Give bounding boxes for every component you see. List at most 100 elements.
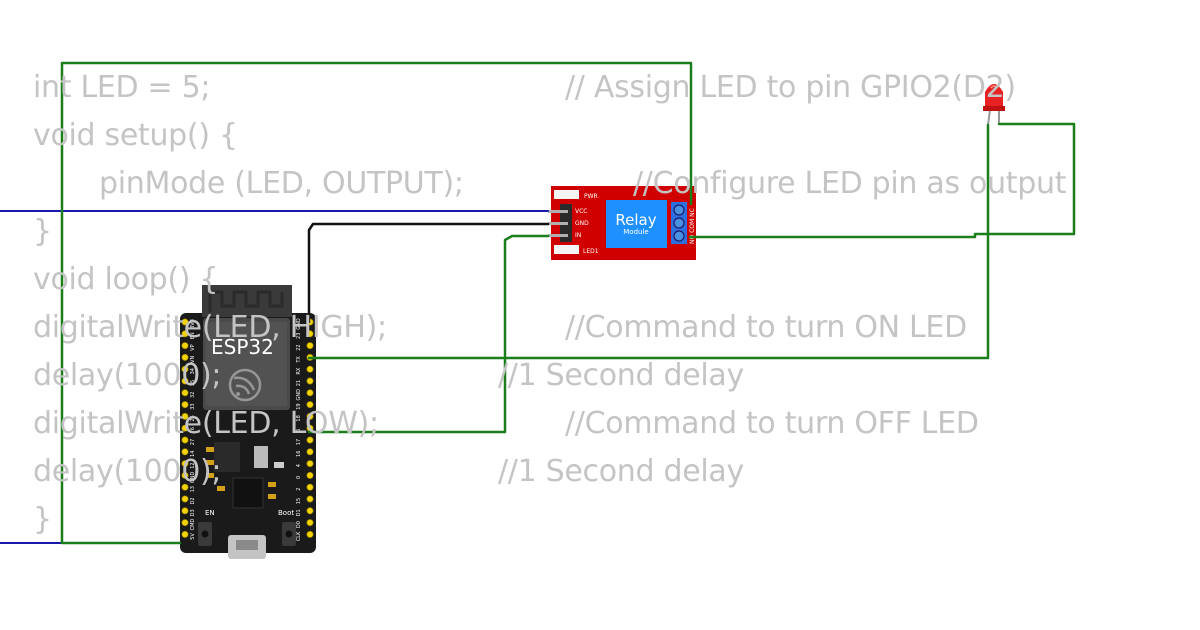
esp32-left-pin[interactable]	[181, 448, 189, 456]
esp32-left-pin-label: 34	[190, 368, 196, 374]
esp32-left-pin[interactable]	[181, 495, 189, 503]
esp32-right-pin[interactable]	[306, 471, 314, 479]
esp32-right-pin[interactable]	[306, 342, 314, 350]
esp32-board[interactable]: ESP32 EN Boot 3V3ENVPVN34353233252627141…	[180, 285, 316, 559]
esp32-left-pin-label: 13	[190, 486, 196, 492]
en-label: EN	[205, 509, 215, 517]
wire-green-led-cathode	[307, 123, 990, 360]
wires	[0, 61, 1076, 545]
relay-module[interactable]: PWR LED1 VCC GND IN Relay Module NO COM …	[548, 186, 696, 260]
boot-label: Boot	[278, 509, 294, 517]
esp32-right-pin[interactable]	[306, 412, 314, 420]
esp32-right-pin-label: 22	[296, 344, 302, 350]
esp32-left-pin[interactable]	[181, 353, 189, 361]
code-comment-9: //1 Second delay	[498, 454, 744, 489]
esp32-left-pin-label: 26	[190, 427, 196, 433]
esp32-right-pin-label: D0	[296, 521, 302, 528]
relay-sublabel: Module	[623, 228, 648, 236]
esp32-right-pin-label: 19	[296, 403, 302, 409]
code-line-7: delay(1000);	[33, 358, 222, 393]
code-line-10: }	[33, 502, 52, 537]
code-line-8: digitalWrite(LED, LOW);	[33, 406, 379, 441]
esp32-pin-headers: 3V3ENVPVN343532332526271412GND13D2D3CMD5…	[181, 318, 314, 541]
esp32-right-pin-label: CLK	[296, 531, 302, 541]
code-line-5: void loop() {	[33, 262, 219, 297]
esp32-left-pin-label: 3V3	[190, 319, 196, 329]
esp32-left-pin[interactable]	[181, 460, 189, 468]
esp32-right-pin-label: 0	[296, 476, 302, 479]
esp32-right-pin-label: GND	[296, 318, 302, 330]
esp32-left-pin-label: 5V	[190, 533, 196, 540]
esp32-right-pin[interactable]	[306, 448, 314, 456]
relay-terminal-labels: NO COM NC	[689, 208, 696, 244]
esp32-right-pin[interactable]	[306, 530, 314, 538]
esp32-right-pin-label: GND	[296, 389, 302, 401]
esp32-left-pin[interactable]	[181, 377, 189, 385]
relay-led1-label: LED1	[583, 248, 599, 255]
esp32-right-pin[interactable]	[306, 519, 314, 527]
esp32-left-pin[interactable]	[181, 530, 189, 538]
code-line-4: }	[33, 214, 52, 249]
esp32-right-pin[interactable]	[306, 377, 314, 385]
code-comment-3: //Configure LED pin as output	[633, 166, 1067, 201]
esp32-right-pin-label: 16	[296, 451, 302, 457]
esp32-right-pin[interactable]	[306, 460, 314, 468]
code-line-2: void setup() {	[33, 118, 238, 153]
esp32-left-pin-label: D2	[190, 497, 196, 504]
esp32-left-pin-label: D3	[190, 509, 196, 516]
esp32-right-pin-label: 15	[296, 498, 302, 504]
esp32-left-pin[interactable]	[181, 471, 189, 479]
esp32-left-pin-label: 12	[190, 462, 196, 468]
esp32-right-pin-label: RX	[296, 367, 302, 374]
esp32-left-pin[interactable]	[181, 389, 189, 397]
code-comment-7: //1 Second delay	[498, 358, 744, 393]
esp32-left-pin[interactable]	[181, 507, 189, 515]
esp32-left-pin-label: 27	[190, 439, 196, 445]
code-line-9: delay(1000);	[33, 454, 222, 489]
esp32-left-pin[interactable]	[181, 330, 189, 338]
esp32-right-pin[interactable]	[306, 401, 314, 409]
relay-gnd-pin-label: GND	[575, 220, 589, 227]
esp32-left-pin[interactable]	[181, 424, 189, 432]
esp32-left-pin[interactable]	[181, 436, 189, 444]
esp32-right-pin-label: 17	[296, 439, 302, 445]
esp32-left-pin[interactable]	[181, 483, 189, 491]
esp32-right-pin[interactable]	[306, 389, 314, 397]
esp32-right-pin[interactable]	[306, 436, 314, 444]
esp32-right-pin-label: 21	[296, 380, 302, 386]
wire-green-left-loop	[60, 61, 693, 545]
esp32-right-pin-label: 5	[296, 429, 302, 432]
relay-vcc-pin-label: VCC	[575, 208, 587, 215]
esp32-label: ESP32	[211, 335, 274, 359]
relay-in-pin-label: IN	[575, 232, 581, 239]
esp32-right-pin-label: 18	[296, 415, 302, 421]
esp32-left-pin-label: VN	[190, 356, 196, 363]
esp32-right-pin[interactable]	[306, 330, 314, 338]
esp32-right-pin[interactable]	[306, 365, 314, 373]
wire-black-gnd	[307, 222, 550, 324]
esp32-right-pin[interactable]	[306, 507, 314, 515]
esp32-right-pin[interactable]	[306, 495, 314, 503]
wire-green-in	[307, 234, 550, 434]
esp32-left-pin[interactable]	[181, 401, 189, 409]
esp32-left-pin-label: 25	[190, 415, 196, 421]
relay-pwr-led-label: PWR	[584, 193, 598, 200]
esp32-left-pin-label: VP	[190, 344, 196, 350]
esp32-left-pin[interactable]	[181, 318, 189, 326]
esp32-left-pin[interactable]	[181, 519, 189, 527]
espressif-logo-icon	[228, 368, 262, 402]
red-led[interactable]	[983, 84, 1005, 126]
esp32-left-pin-label: 33	[190, 403, 196, 409]
esp32-right-pin-label: 2	[296, 488, 302, 491]
esp32-right-pin[interactable]	[306, 483, 314, 491]
esp32-left-pin-label: 32	[190, 392, 196, 398]
code-comment-8: //Command to turn OFF LED	[565, 406, 979, 441]
esp32-left-pin[interactable]	[181, 412, 189, 420]
wire-green-led-anode	[688, 122, 1076, 239]
esp32-left-pin-label: 14	[190, 451, 196, 457]
esp32-left-pin-label: EN	[190, 332, 196, 339]
esp32-left-pin-label: GND	[190, 472, 196, 484]
esp32-right-pin-label: D1	[296, 509, 302, 516]
esp32-left-pin[interactable]	[181, 342, 189, 350]
esp32-left-pin[interactable]	[181, 365, 189, 373]
